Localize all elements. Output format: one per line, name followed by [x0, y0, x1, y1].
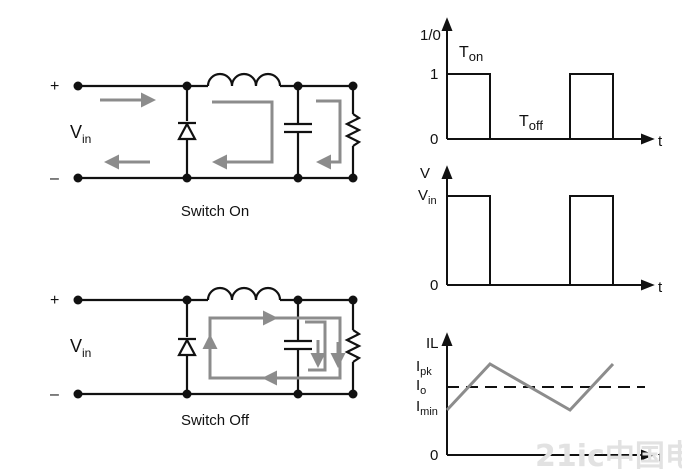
toff-label: Toff: [519, 113, 543, 133]
tick-0: 0: [430, 447, 438, 464]
y-axis-label: IL: [426, 335, 439, 352]
x-axis-label: t: [658, 449, 663, 466]
plus-label: +: [50, 78, 59, 95]
voltage-waveform: [447, 195, 614, 286]
voltage-plot: [441, 165, 655, 291]
diode-symbol: [177, 337, 197, 357]
ton-label: Ton: [459, 44, 483, 64]
inductor-loop-path: [212, 100, 274, 170]
watermark: 21ic中国电子网: [535, 439, 682, 474]
nodes-switch-on: [73, 81, 358, 183]
ipk-tick: Ipk: [416, 358, 432, 378]
diode-symbol: [177, 121, 197, 141]
load-loop-path: [316, 99, 342, 170]
caption-switch-on: Switch On: [181, 203, 249, 220]
capacitor-loop-path: [305, 320, 327, 372]
tick-1: 1: [430, 66, 438, 83]
vin-label: Vin: [70, 336, 91, 360]
caption-switch-off: Switch Off: [181, 412, 250, 429]
resistor: [344, 113, 362, 147]
tick-0: 0: [430, 131, 438, 148]
current-plot: [441, 332, 655, 461]
x-axis-label: t: [658, 133, 663, 150]
io-tick: Io: [416, 377, 426, 397]
x-axis-label: t: [658, 279, 663, 296]
plus-label: +: [50, 292, 59, 309]
current-paths-switch-off: [202, 310, 346, 386]
switch-waveform: [447, 73, 614, 140]
switch-state-plot: [441, 17, 655, 145]
circuit-switch-on: [78, 72, 362, 180]
nodes-switch-off: [73, 295, 358, 399]
vin-tick: Vin: [418, 187, 437, 207]
minus-label: –: [50, 170, 59, 187]
y-axis-label: 1/0: [420, 27, 441, 44]
minus-label: –: [50, 386, 59, 403]
y-axis-label: V: [420, 165, 430, 182]
circuit-switch-off: [78, 286, 362, 396]
inductor-current-waveform: [445, 362, 615, 412]
inductor: [206, 286, 282, 301]
inductor: [206, 72, 282, 87]
imin-tick: Imin: [416, 398, 438, 418]
current-paths-switch-on: [100, 92, 342, 170]
tick-0: 0: [430, 277, 438, 294]
vin-label: Vin: [70, 122, 91, 146]
resistor: [344, 329, 362, 363]
